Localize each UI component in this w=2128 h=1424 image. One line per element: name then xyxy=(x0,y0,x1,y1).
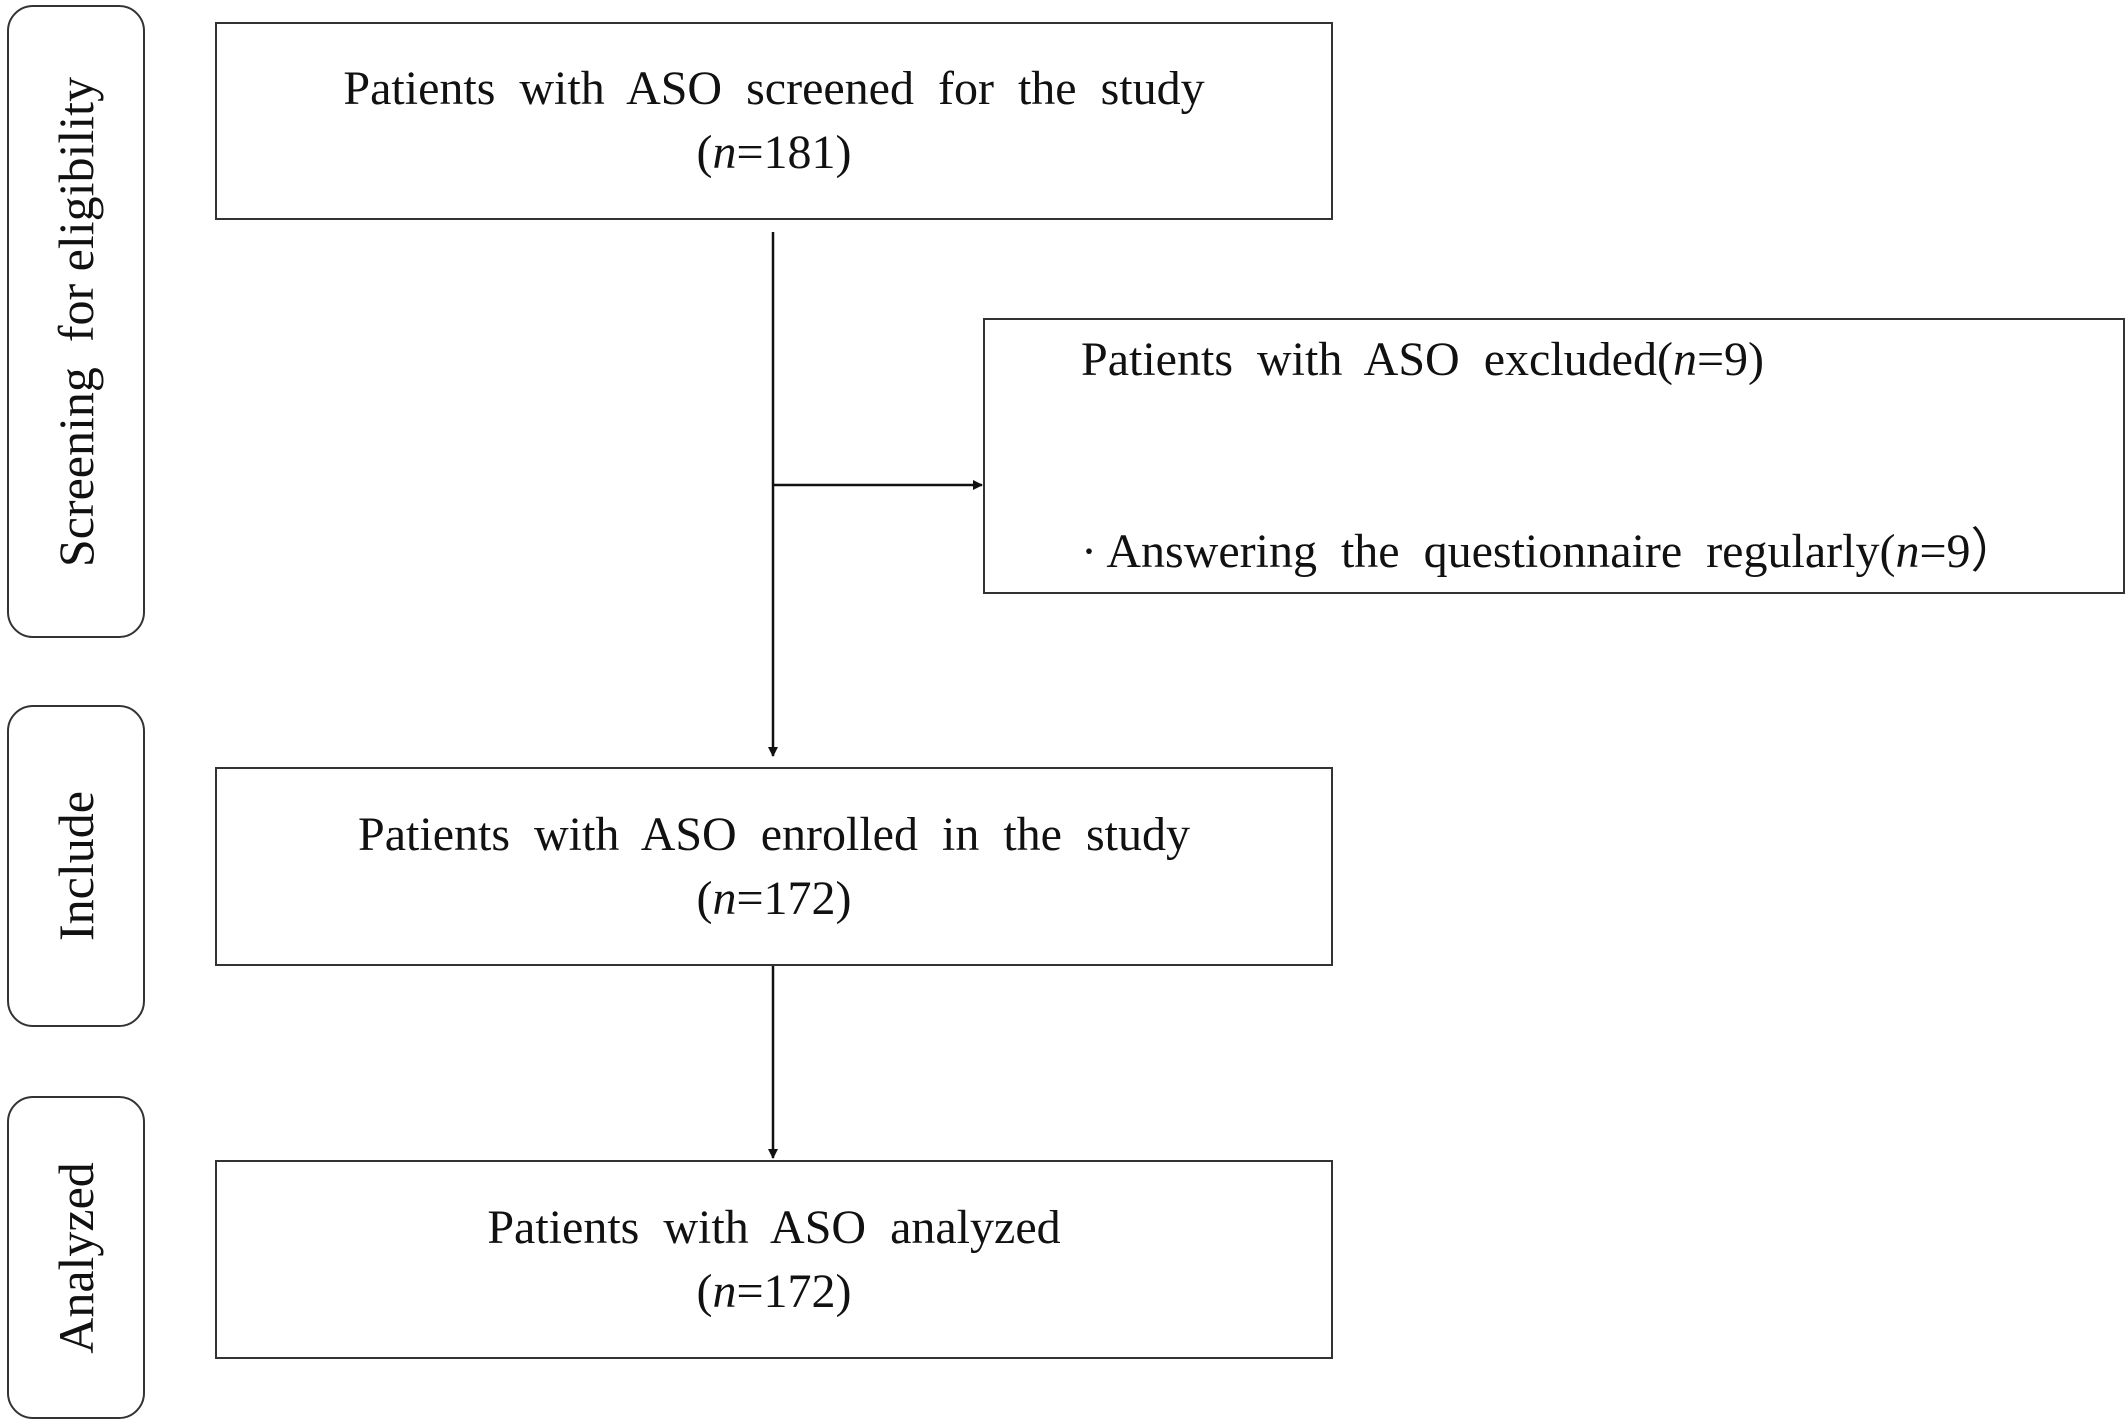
enrolled-count: (n=172) xyxy=(696,871,852,925)
screened-box: Patients with ASO screened for the study… xyxy=(215,22,1333,220)
enrolled-box: Patients with ASO enrolled in the study … xyxy=(215,767,1333,966)
excluded-box: Patients with ASO excluded(n=9) · Answer… xyxy=(983,318,2125,594)
enrolled-title: Patients with ASO enrolled in the study xyxy=(358,807,1190,861)
excluded-title: Patients with ASO excluded(n=9) xyxy=(1081,333,1764,386)
screened-count: (n=181) xyxy=(696,126,852,179)
excluded-reason: · Answering the questionnaire regularly(… xyxy=(1081,525,2019,578)
stage-include: Include xyxy=(7,705,145,1027)
stage-analyzed: Analyzed xyxy=(7,1096,145,1419)
screened-title: Patients with ASO screened for the study xyxy=(343,62,1205,115)
analyzed-title: Patients with ASO analyzed xyxy=(487,1200,1061,1254)
analyzed-count: (n=172) xyxy=(696,1264,852,1318)
stage-screening: Screening for eligibility xyxy=(7,5,145,638)
analyzed-box: Patients with ASO analyzed (n=172) xyxy=(215,1160,1333,1359)
